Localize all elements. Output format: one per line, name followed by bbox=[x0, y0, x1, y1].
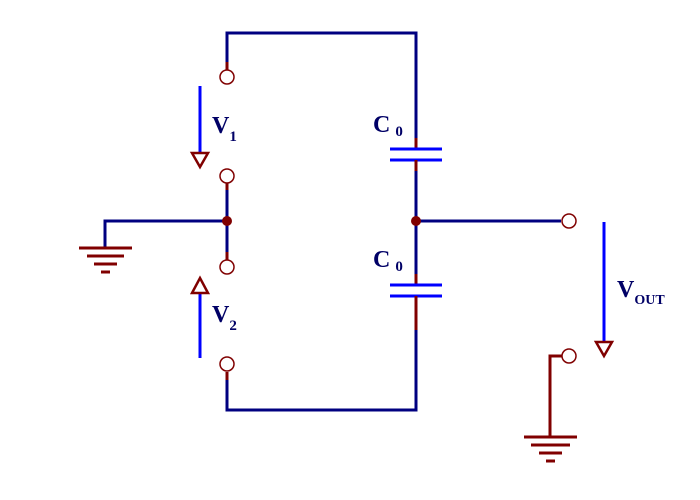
terminal-icon-vout-top bbox=[561, 213, 577, 229]
v2-label: V2 bbox=[212, 302, 237, 334]
capacitor-icon-bottom bbox=[390, 274, 442, 330]
v1-label: V1 bbox=[212, 113, 237, 145]
left-ground-wire bbox=[103, 219, 227, 248]
terminal-icon-v2-top bbox=[219, 259, 235, 275]
ground-icon-right bbox=[524, 354, 577, 463]
bottom-wire bbox=[225, 305, 418, 412]
terminal-icon-v1-bottom bbox=[219, 168, 235, 184]
capacitor-icon-top bbox=[390, 138, 442, 171]
ground-icon-left bbox=[79, 246, 132, 274]
voltage-arrow-icon-v2 bbox=[189, 275, 211, 358]
top-wire bbox=[225, 31, 418, 140]
vout-label: VOUT bbox=[617, 277, 665, 308]
junction-dot-right bbox=[411, 216, 421, 226]
voltage-arrow-icon-v1 bbox=[189, 86, 211, 170]
voltage-arrow-icon-vout bbox=[593, 222, 615, 359]
terminal-icon-vout-bottom bbox=[561, 348, 577, 364]
terminal-icon-v2-bottom bbox=[219, 356, 235, 372]
terminal-icon-v1-top bbox=[219, 69, 235, 85]
junction-dot-left bbox=[222, 216, 232, 226]
